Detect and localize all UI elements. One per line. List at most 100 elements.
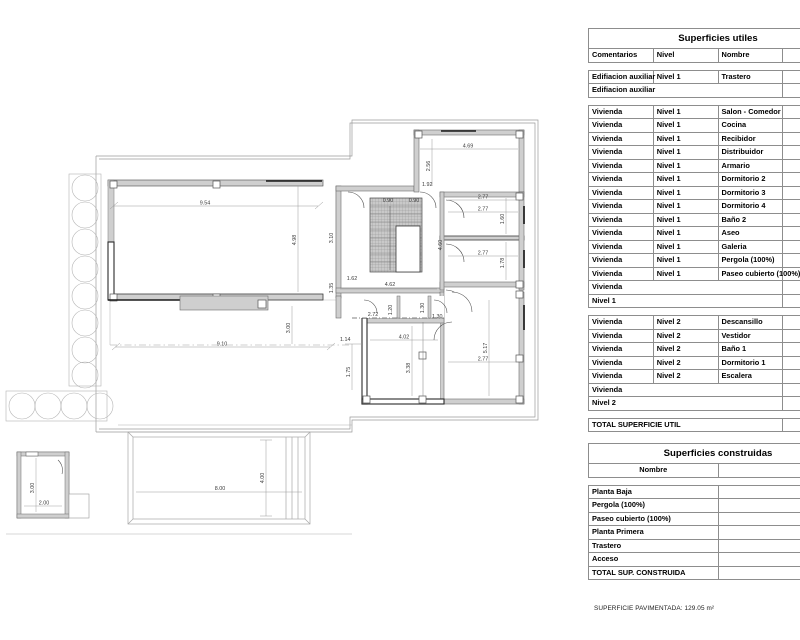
room-salon-comedor xyxy=(107,179,324,302)
dim-hall-width: 4.62 xyxy=(385,282,396,288)
cell-comentario: Vivienda xyxy=(588,315,654,330)
table-row[interactable]: TOTAL SUPERFICIE UTIL210.45 m² xyxy=(588,417,800,433)
construidas-header-nombre: Nombre xyxy=(588,463,719,478)
swimming-pool xyxy=(127,431,311,525)
cell-nivel: Nivel 2 xyxy=(652,328,719,344)
rooms-right-column xyxy=(439,191,525,309)
cell-comentario: Vivienda xyxy=(588,239,654,255)
cell-subtotal-label: Vivienda xyxy=(588,280,784,295)
table-row[interactable]: Trastero8.17 m² xyxy=(588,538,800,554)
cell-area: 14.32 m² xyxy=(782,185,800,201)
cell-area: 13.77 m² xyxy=(782,118,800,133)
door-swings-hall xyxy=(347,191,437,209)
cell-area: 2.17 m² xyxy=(782,315,800,330)
utiles-header-area: Área xyxy=(782,48,800,63)
dim-kitchen-height: 3.38 xyxy=(406,363,412,374)
cell-comentario: Vivienda xyxy=(588,118,654,133)
cell-subtotal-label: Vivienda xyxy=(588,382,784,398)
cell-nombre: TOTAL SUP. CONSTRUIDA xyxy=(588,565,719,581)
trastero-acceso xyxy=(68,493,90,519)
cell-area: 14.10 m² xyxy=(782,199,800,214)
cell-nombre: Armario xyxy=(717,158,784,174)
dim-terrace-width: 9.10 xyxy=(217,342,228,348)
cell-area: 5.15 m² xyxy=(782,369,800,384)
building-trastero xyxy=(16,451,90,519)
table-row[interactable]: Acceso1.19 m² xyxy=(588,552,800,567)
cell-comentario: Vivienda xyxy=(588,212,654,228)
table-row[interactable]: Nivel 1167.22 m² xyxy=(588,293,800,309)
cell-area: 3.27 m² xyxy=(782,226,800,241)
cell-area: 1.93 m² xyxy=(782,158,800,174)
cell-nombre: Dormitorio 3 xyxy=(717,185,784,201)
room-top xyxy=(413,129,525,193)
cell-nombre: Paseo cubierto (100%) xyxy=(588,511,719,527)
dim-aseo-d1: 1.20 xyxy=(388,305,394,316)
table-superficies-utiles: Superficies utiles Comentarios Nivel Nom… xyxy=(588,28,800,433)
cell-nivel: Nivel 1 xyxy=(652,239,719,255)
cell-nivel: Nivel 1 xyxy=(652,199,719,214)
cell-comentario: Vivienda xyxy=(588,253,654,268)
table-row[interactable]: Paseo cubierto (100%)11.86 m² xyxy=(588,511,800,527)
dim-lower-right-w: 2.77 xyxy=(478,357,489,363)
table-row[interactable]: Vivienda43.23 m² xyxy=(588,382,800,398)
construidas-header-area: Área xyxy=(717,463,800,478)
cell-nombre: Baño 2 xyxy=(717,212,784,228)
table-superficies-construidas: Superficies construidas Nombre Área Plan… xyxy=(588,443,800,581)
dim-kitchen-width: 4.02 xyxy=(399,335,410,341)
cell-area: 11.86 m² xyxy=(717,511,800,527)
cell-comentario: Vivienda xyxy=(588,342,654,357)
cell-nombre: Trastero xyxy=(588,538,719,554)
cell-subtotal-area: 43.23 m² xyxy=(782,396,800,411)
cell-area: 7.77 m² xyxy=(782,328,800,344)
plot-bottom-edge xyxy=(6,424,352,535)
dim-salon-height-left: 4.98 xyxy=(292,235,298,246)
table-row[interactable]: TOTAL SUP. CONSTRUIDA248.95 m² xyxy=(588,565,800,581)
cell-nivel: Nivel 2 xyxy=(652,342,719,357)
dim-aseo-d2: 1.30 xyxy=(420,303,426,314)
table-row[interactable]: Pergola (100%)27.30 m² xyxy=(588,498,800,513)
cell-comentario: Vivienda xyxy=(588,266,654,282)
dim-stair-tread-b: 0.90 xyxy=(409,198,420,204)
table-row[interactable]: Nivel 243.23 m² xyxy=(588,396,800,411)
cell-nombre: Baño 1 xyxy=(717,342,784,357)
dim-lines-lower-right xyxy=(448,300,518,396)
dim-lines-terrace xyxy=(111,306,362,390)
cell-nombre: Paseo cubierto (100%) xyxy=(717,266,800,282)
table-row[interactable]: Edifiacion auxiliar6.01 m² xyxy=(588,83,800,98)
table-row[interactable]: Planta Baja147.35 m² xyxy=(588,484,800,500)
spacer-cell xyxy=(588,97,800,106)
table-row[interactable]: Planta Primera53.08 m² xyxy=(588,525,800,540)
dim-small-left: 1.35 xyxy=(329,283,335,294)
construidas-spacer-row xyxy=(588,477,800,486)
cell-area: 27.30 m² xyxy=(717,498,800,513)
cell-subtotal-label: Nivel 1 xyxy=(588,293,784,309)
dim-lines-kitchen xyxy=(370,326,438,396)
utiles-spacer-row xyxy=(588,410,800,419)
cell-subtotal-area: 210.45 m² xyxy=(782,417,800,433)
cell-comentario: Vivienda xyxy=(588,226,654,241)
table-row[interactable]: Vivienda161.21 m² xyxy=(588,280,800,295)
cell-comentario: Vivienda xyxy=(588,158,654,174)
dim-salon-inner-right: 3.10 xyxy=(329,233,335,244)
cell-subtotal-area: 161.21 m² xyxy=(782,280,800,295)
cell-nivel: Nivel 1 xyxy=(652,131,719,147)
